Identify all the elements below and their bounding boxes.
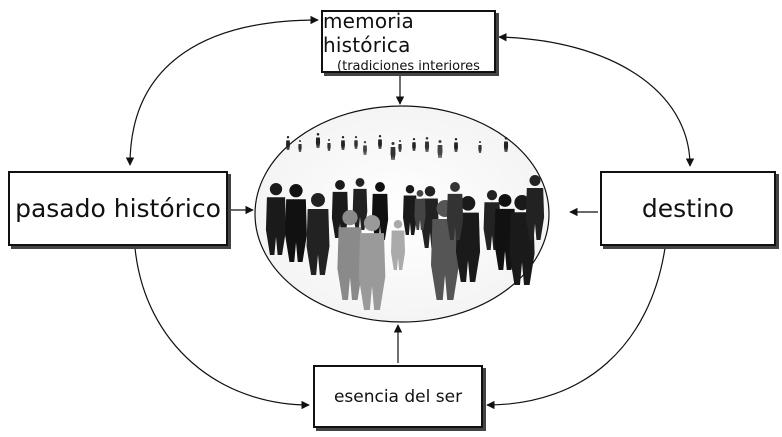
person-silhouette bbox=[390, 142, 396, 160]
arrow-destino-to-esencia bbox=[486, 247, 666, 410]
arrow-memoria-to-destino bbox=[498, 33, 695, 167]
person-silhouette bbox=[478, 141, 482, 153]
person-silhouette bbox=[437, 140, 443, 158]
person-silhouette bbox=[331, 180, 349, 238]
person-silhouette bbox=[398, 140, 402, 152]
esencia-del-ser-label: esencia del ser bbox=[333, 386, 463, 407]
person-silhouette bbox=[285, 184, 307, 262]
person-silhouette bbox=[424, 137, 430, 152]
person-silhouette bbox=[315, 133, 321, 148]
person-silhouette bbox=[378, 135, 382, 149]
pasado-historico-label: pasado histórico bbox=[15, 194, 221, 223]
person-silhouette bbox=[306, 193, 330, 275]
person-silhouette bbox=[391, 220, 405, 270]
person-silhouette bbox=[403, 185, 417, 235]
crowd-image bbox=[254, 105, 550, 323]
person-silhouette bbox=[286, 136, 290, 150]
esencia-del-ser-box: esencia del ser bbox=[313, 365, 483, 428]
person-silhouette bbox=[503, 137, 509, 152]
person-silhouette bbox=[414, 190, 426, 230]
destino-label: destino bbox=[641, 194, 735, 223]
person-silhouette bbox=[265, 183, 287, 255]
arrow-pasado-to-esencia bbox=[134, 247, 310, 410]
person-silhouette bbox=[298, 140, 302, 152]
people-silhouettes-icon bbox=[265, 133, 545, 310]
person-silhouette bbox=[354, 136, 358, 149]
person-silhouette bbox=[337, 210, 363, 300]
person-silhouette bbox=[525, 175, 545, 240]
person-silhouette bbox=[327, 139, 331, 151]
person-silhouette bbox=[341, 136, 345, 150]
person-silhouette bbox=[455, 196, 481, 282]
memoria-historica-box: memoria histórica (tradiciones interiore… bbox=[321, 9, 496, 74]
destino-box: destino bbox=[600, 171, 776, 246]
person-silhouette bbox=[454, 138, 458, 152]
person-silhouette bbox=[358, 215, 386, 310]
pasado-historico-box: pasado histórico bbox=[8, 171, 228, 246]
person-silhouette bbox=[412, 138, 416, 151]
memoria-historica-label: memoria histórica bbox=[323, 9, 414, 57]
person-silhouette bbox=[363, 141, 367, 155]
person-silhouette bbox=[446, 182, 464, 240]
tradiciones-interiores-label: (tradiciones interiores bbox=[337, 59, 480, 74]
arrow-memoria-to-pasado bbox=[125, 15, 319, 166]
